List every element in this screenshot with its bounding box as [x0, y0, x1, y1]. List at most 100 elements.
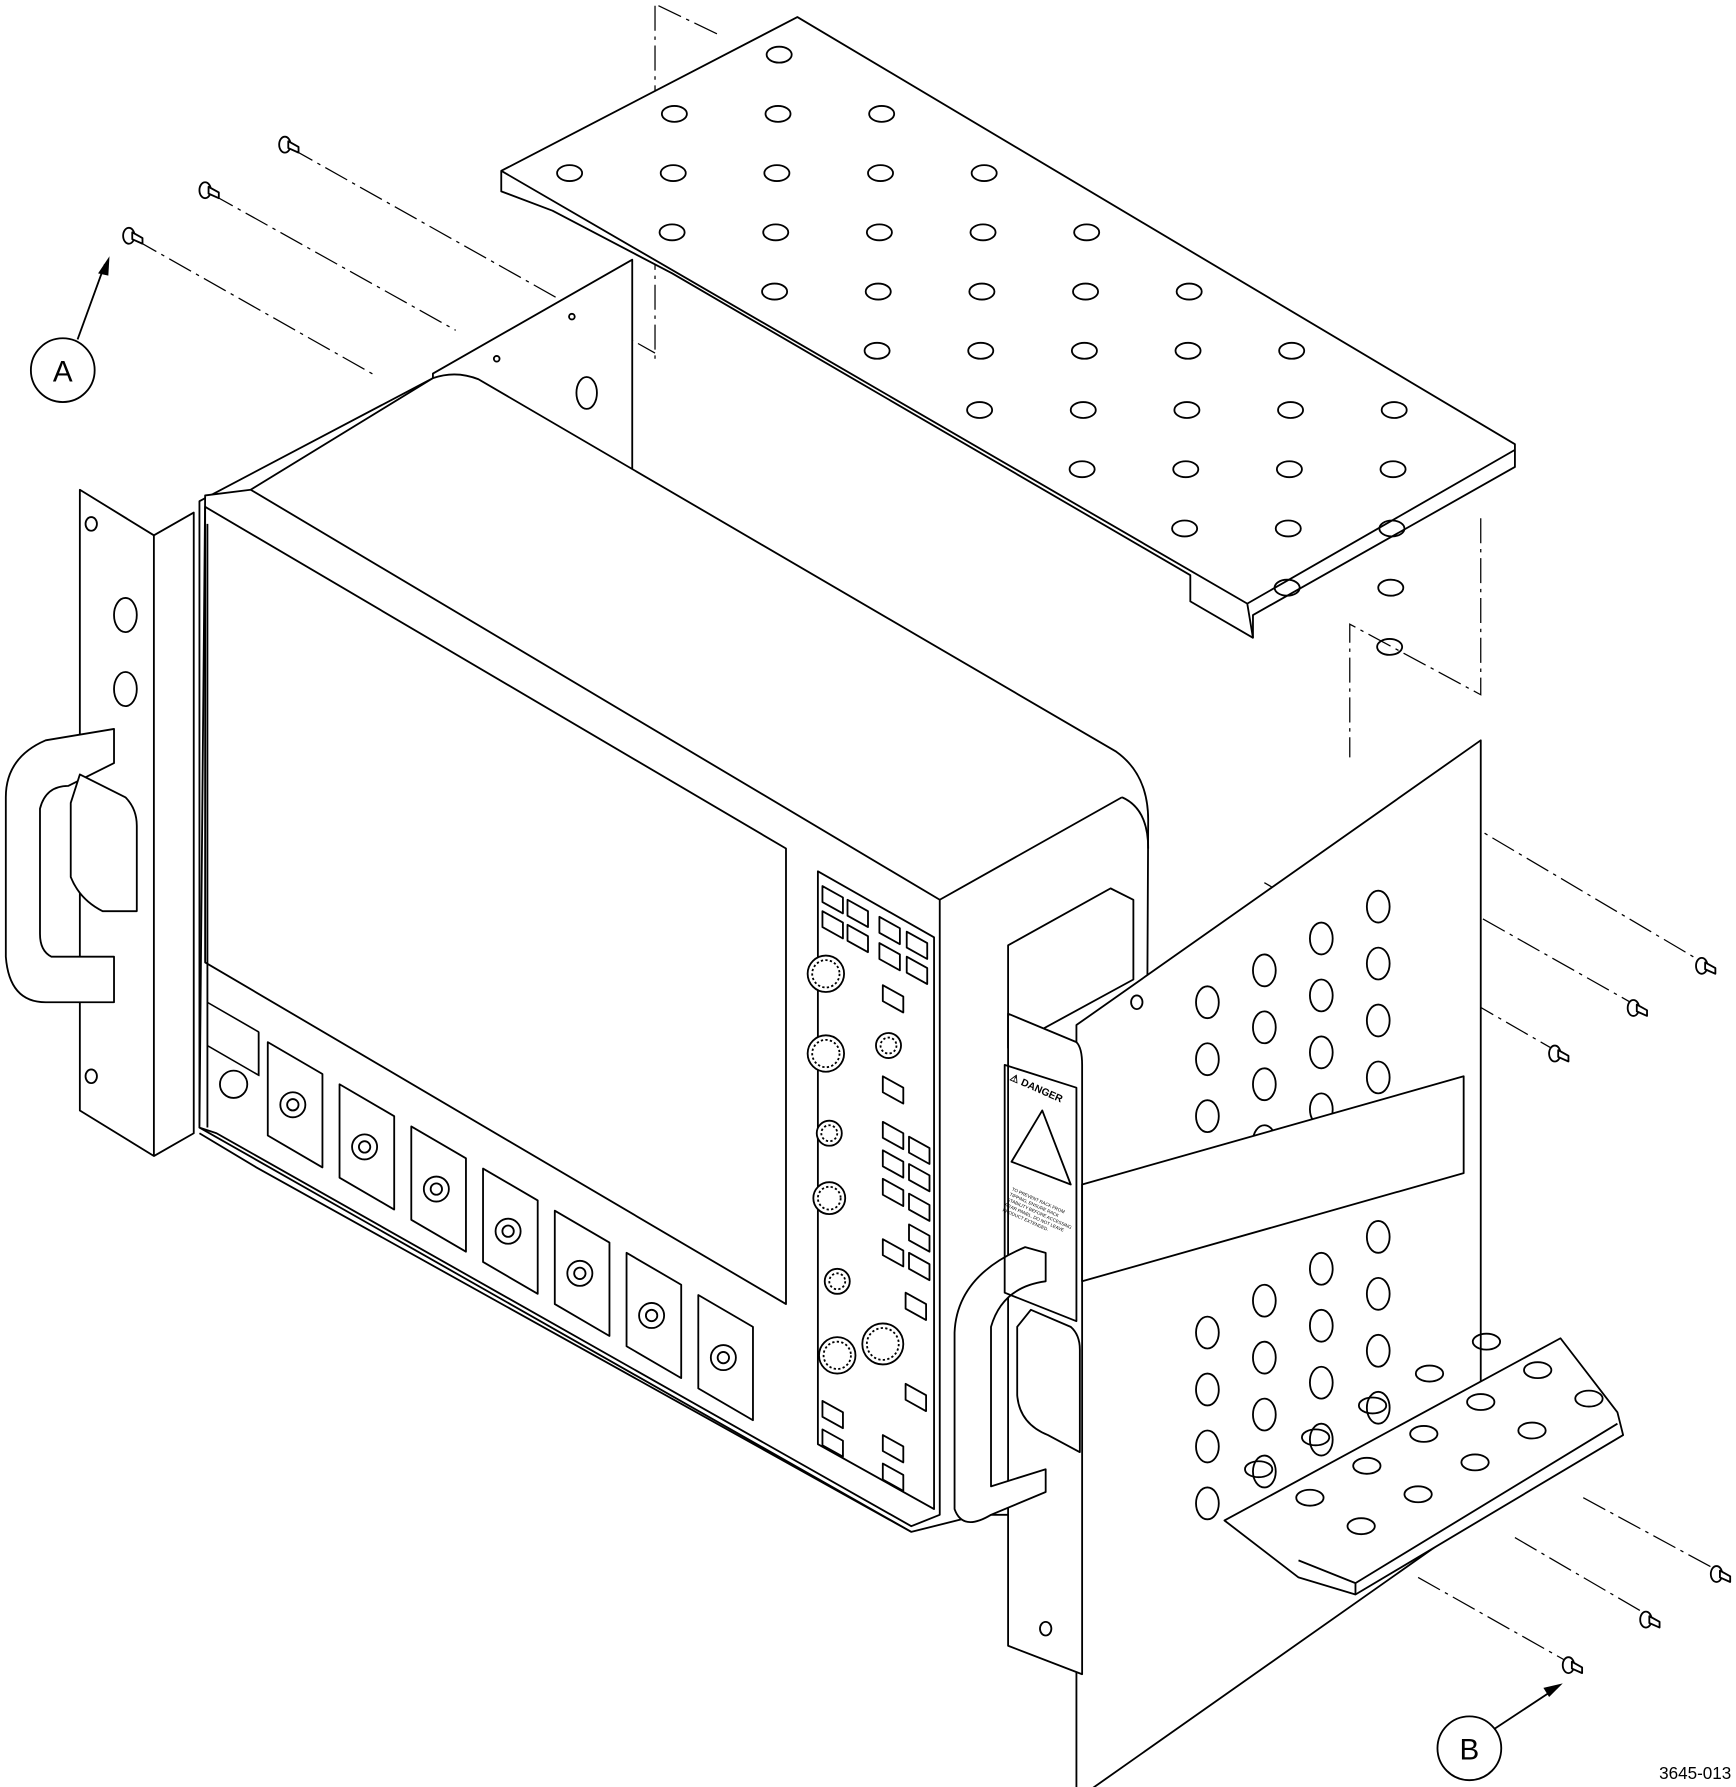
vent-hole [1195, 1042, 1220, 1077]
front-panel-button [908, 1135, 931, 1165]
vent-hole [1517, 1421, 1547, 1440]
top-cover-plate [500, 16, 1516, 656]
vent-hole [1409, 1425, 1439, 1443]
screw [122, 226, 144, 245]
channel-bezel [266, 1041, 324, 1169]
front-panel-button [908, 1192, 931, 1222]
bnc-connector [351, 1133, 379, 1161]
knob-grip [820, 1124, 839, 1143]
vent-hole [1278, 341, 1306, 360]
screw [1695, 956, 1717, 975]
vent-hole [764, 105, 792, 123]
vent-hole [1308, 1035, 1334, 1070]
vent-hole [1069, 401, 1097, 419]
bnc-connector [279, 1091, 307, 1119]
knob-grip [865, 1327, 900, 1361]
channel-bezel [625, 1251, 683, 1380]
screw [1709, 1565, 1732, 1583]
channel-input [338, 1083, 396, 1211]
bnc-pin [573, 1266, 587, 1280]
bnc-pin [644, 1308, 659, 1323]
vent-hole [1346, 1517, 1376, 1536]
vent-hole [967, 341, 995, 360]
front-panel-button [878, 942, 901, 972]
vent-hole [1377, 578, 1405, 597]
vent-hole [966, 401, 994, 419]
vent-hole [1252, 1283, 1277, 1318]
vent-hole [1574, 1389, 1604, 1408]
vent-hole [863, 341, 891, 360]
channel-bezel [410, 1125, 467, 1253]
callout-b: B [1436, 1683, 1563, 1782]
vent-hole [761, 282, 789, 301]
vent-hole [765, 45, 793, 64]
tipping-hazard-icon [1010, 1109, 1072, 1186]
vent-hole [1376, 638, 1404, 656]
vent-hole [1174, 341, 1202, 360]
front-panel-button [821, 1428, 844, 1458]
vent-hole [1378, 519, 1406, 538]
vent-hole [1195, 985, 1220, 1020]
channel-bezel [553, 1209, 611, 1337]
callout-a: A [29, 256, 110, 403]
vent-hole [1365, 1060, 1391, 1095]
front-panel-button [821, 885, 844, 915]
vent-hole [763, 164, 791, 183]
front-panel-button [881, 1462, 905, 1492]
screw-shank [1719, 1569, 1732, 1583]
vent-hole [867, 164, 894, 183]
vent-hole [1252, 1067, 1277, 1102]
vent-hole [1523, 1361, 1553, 1380]
screw [1639, 1610, 1661, 1629]
vent-hole [1365, 946, 1391, 981]
vent-hole [1252, 1454, 1277, 1489]
front-panel-button [846, 923, 869, 954]
front-panel-button [881, 1238, 905, 1268]
vent-hole [1171, 519, 1199, 538]
front-panel-button [821, 910, 844, 940]
vent-hole [658, 223, 686, 242]
front-panel-button [881, 1434, 905, 1464]
right-rack-ear: ⚠ DANGER TO PREVENT RACK FROM TIPPING, E… [953, 994, 1465, 1676]
channel-bezel [482, 1167, 539, 1295]
vent-hole [1195, 1372, 1220, 1407]
front-panel-button [908, 1163, 931, 1193]
control-knob [812, 1181, 847, 1216]
screw-shank [1635, 1003, 1648, 1017]
vent-hole [1414, 1364, 1445, 1383]
vent-hole [970, 164, 998, 183]
vent-hole [1073, 223, 1101, 242]
vent-hole [1379, 460, 1407, 479]
oscilloscope-instrument [198, 373, 1150, 1533]
vent-hole [1365, 1220, 1391, 1254]
callout-letter: B [1459, 1734, 1479, 1767]
vent-hole [1252, 1340, 1277, 1375]
front-panel-button [881, 1177, 905, 1208]
vent-hole [1357, 1396, 1388, 1415]
vent-hole [1273, 578, 1301, 597]
vent-hole [1277, 401, 1304, 419]
screw [1561, 1656, 1584, 1675]
vent-hole [1365, 1003, 1391, 1038]
bnc-connector [709, 1344, 737, 1372]
control-knob [861, 1322, 905, 1366]
vent-hole [1195, 1486, 1220, 1521]
channel-input [553, 1209, 611, 1337]
bnc-pin [716, 1351, 730, 1365]
bnc-connector [566, 1259, 594, 1287]
vent-hole [969, 223, 997, 242]
channel-input [697, 1294, 754, 1422]
knob-grip [816, 1185, 842, 1211]
front-panel-button [881, 1075, 905, 1105]
vent-hole [1471, 1332, 1502, 1351]
vent-hole [1195, 1315, 1220, 1350]
screw [278, 135, 300, 154]
front-panel-button [904, 1382, 927, 1413]
vent-hole [1403, 1485, 1433, 1504]
left-handle [4, 728, 115, 1004]
bottom-tray [1223, 1332, 1625, 1596]
vent-hole [1365, 889, 1391, 924]
screw-shank [131, 231, 144, 245]
vent-hole [1275, 460, 1303, 479]
front-panel-button [881, 984, 905, 1014]
